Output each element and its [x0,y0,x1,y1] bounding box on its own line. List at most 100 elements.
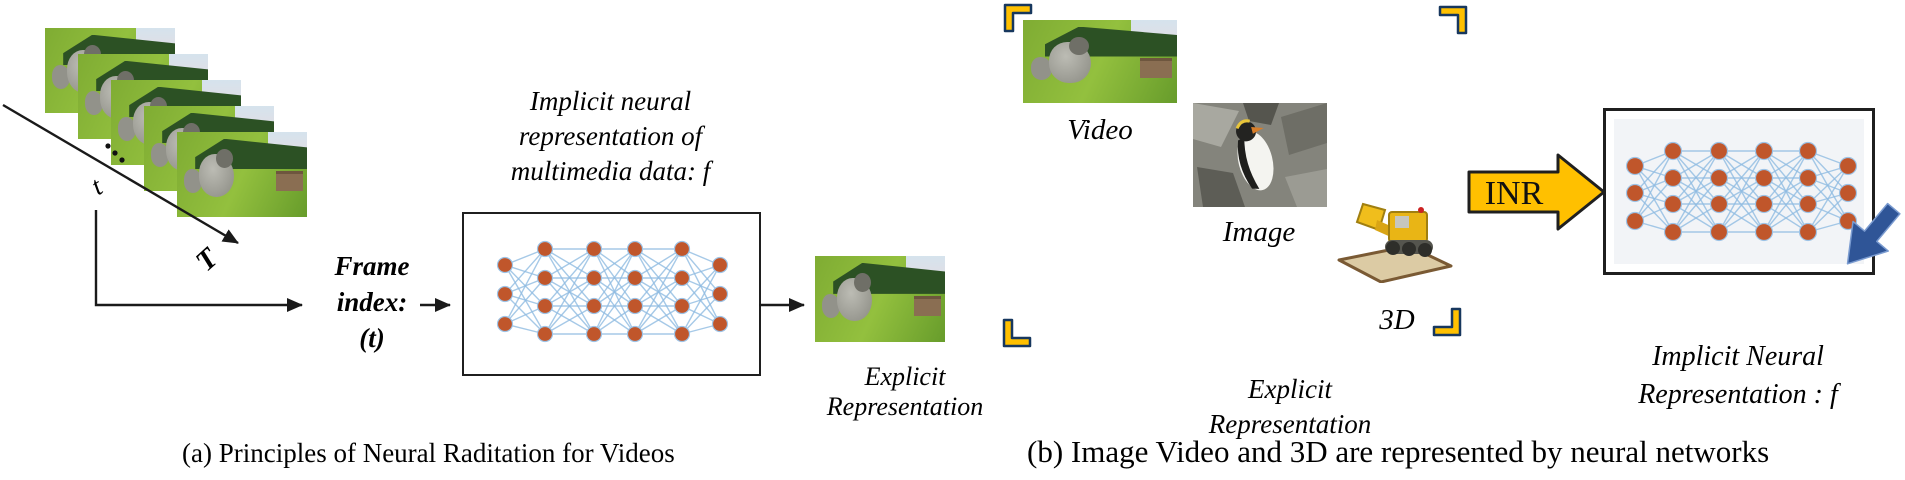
network-edge [1634,177,1674,222]
network-node [536,325,554,343]
image-photo-penguin [1193,103,1327,207]
title-a-line2: representation of [518,121,703,151]
network-node [1663,222,1683,242]
network-edge [593,248,636,307]
network-node [1798,222,1818,242]
network-node [1663,168,1683,188]
network-node [711,315,729,333]
video-label: Video [1067,114,1133,146]
blue-corner-arrow-icon [1846,202,1901,265]
network-node [1754,168,1774,188]
network-node [1625,183,1645,203]
corner-bracket-top-left-icon [1003,3,1033,33]
scene-phead [854,273,871,293]
network-node [673,240,691,258]
network-edge [544,248,595,279]
explicit-representation-label-a: Explicit Representation [795,362,1015,422]
explicit-b-line1: Explicit [1248,374,1332,404]
network-edge [1634,150,1674,194]
network-node [496,315,514,333]
threed-model-bulldozer [1337,202,1453,283]
implicit-representation-title-a: Implicit neural representation of multim… [458,84,763,189]
network-edge [593,277,636,335]
network-node [1798,194,1818,214]
explicit-b-line2: Representation [1208,409,1372,439]
network-edge [1807,165,1849,233]
network-node [1709,222,1729,242]
network-node [1798,168,1818,188]
network-edge [504,248,546,325]
network-node [585,297,603,315]
inr-arrow: INR [1467,153,1606,231]
network-node [626,325,644,343]
network-edge [544,248,595,307]
corner-bracket-top-right-icon [1438,5,1468,35]
network-edge [593,248,636,335]
frame-index-line2: index: [336,287,408,317]
T-axis-label: T [189,242,225,278]
network-edge [593,305,636,335]
network-node [1838,156,1858,176]
inr-arrow-label: INR [1485,175,1544,212]
corner-bracket-bottom-left-icon [1002,318,1032,348]
caption-panel-b: (b) Image Video and 3D are represented b… [1027,434,1770,469]
network-node [1625,156,1645,176]
scene-hut [1140,58,1173,78]
scene-rock [821,293,840,318]
network-edge [634,248,683,307]
network-edge [1718,177,1765,233]
video-thumbnail [1023,20,1177,103]
video-frame [177,132,307,217]
network-node [496,285,514,303]
network-node [536,269,554,287]
network-edge [1763,150,1809,233]
network-edge [1763,177,1809,233]
network-edge [593,248,636,279]
network-node [585,269,603,287]
network-node [585,325,603,343]
network-node [536,240,554,258]
network-node [1798,141,1818,161]
network-edge [504,277,546,325]
network-node [1625,211,1645,231]
caption-panel-a: (a) Principles of Neural Raditation for … [182,438,675,468]
network-edge [681,293,721,335]
implicit-neural-representation-label-b: Implicit Neural Representation : f [1583,338,1893,414]
frame-index-line3: (t) [359,323,385,353]
network-edge [1634,150,1674,222]
network-node [673,325,691,343]
explicit-output-frame [815,256,945,342]
threed-label: 3D [1379,304,1415,336]
network-edge [544,277,595,335]
network-edge [1672,150,1720,205]
network-edge [504,293,546,335]
network-node [536,297,554,315]
t-axis-label: t [85,171,108,201]
network-node [1754,194,1774,214]
network-edge [1763,150,1809,205]
network-node [1709,141,1729,161]
network-edge [1718,150,1765,233]
scene-hut [913,295,942,316]
network-node [711,256,729,274]
image-label: Image [1222,216,1296,248]
network-edge [681,264,721,335]
network-edge [681,264,721,307]
network-edge [1672,150,1720,233]
explicit-a-line2: Representation [826,392,984,421]
frame-index-line1: Frame [334,251,410,281]
title-a-line3: multimedia data: f [510,156,711,186]
network-node [626,240,644,258]
implicit-b-line1: Implicit Neural [1652,341,1824,372]
network-edge [504,248,546,295]
network-edge [544,305,595,335]
corner-bracket-bottom-right-icon [1432,307,1462,337]
frame-index-label: Frame index: (t) [316,248,428,356]
scene-rock [1030,56,1053,80]
scene-rock [51,65,70,90]
neural-network-a [496,240,729,343]
network-node [1709,194,1729,214]
implicit-b-line2: Representation : f [1638,379,1838,410]
scene-phead [216,149,233,168]
